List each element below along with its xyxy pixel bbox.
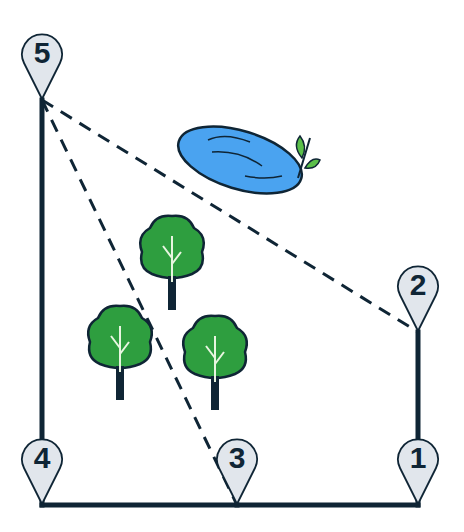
solid-route xyxy=(42,503,237,508)
tree xyxy=(183,316,247,410)
callout-number: 3 xyxy=(215,436,259,480)
callout-number: 2 xyxy=(396,263,440,307)
location-pin: 1 xyxy=(396,436,440,506)
location-pin: 2 xyxy=(396,263,440,333)
callout-number: 4 xyxy=(20,436,64,480)
solid-route xyxy=(237,503,418,508)
location-pin: 5 xyxy=(20,31,64,101)
tree xyxy=(88,306,152,400)
callout-number: 5 xyxy=(20,31,64,75)
dashed-route xyxy=(42,100,418,332)
location-pin: 4 xyxy=(20,436,64,506)
dashed-route xyxy=(42,100,237,505)
location-pin: 3 xyxy=(215,436,259,506)
tree xyxy=(140,216,204,310)
callout-number: 1 xyxy=(396,436,440,480)
